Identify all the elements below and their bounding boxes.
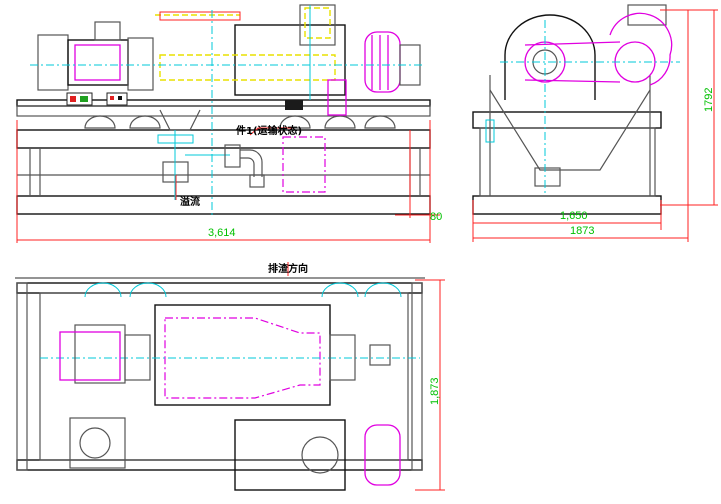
dimension-length: 3,614 xyxy=(208,227,236,239)
hidden-hopper xyxy=(282,136,326,193)
base-skid xyxy=(16,195,431,215)
bowl-housing xyxy=(155,4,347,116)
dimension-top-width: 1,873 xyxy=(429,377,441,405)
bearing-cones xyxy=(84,115,396,129)
frame-beam xyxy=(16,105,431,117)
bowl-top xyxy=(154,304,331,406)
transport-pipe xyxy=(185,144,265,188)
drive-pulley xyxy=(364,31,421,93)
bowl-hidden xyxy=(164,317,321,399)
dimension-width-inner: 1,650 xyxy=(560,210,588,222)
bowl-cover xyxy=(504,4,673,100)
top-view: 排渣方向 1,873 xyxy=(15,262,445,491)
discharge-direction-label: 排渣方向 xyxy=(268,262,308,275)
mid-beam xyxy=(16,129,431,149)
control-panels xyxy=(66,92,128,106)
dimension-width-outer: 1873 xyxy=(570,225,594,237)
main-motor xyxy=(37,21,154,91)
side-view: 1,650 1873 1792 xyxy=(472,4,718,242)
top-wheels xyxy=(84,282,402,298)
overflow-pipe xyxy=(157,109,201,200)
dimension-offset: 80 xyxy=(430,211,442,223)
dimension-height: 1792 xyxy=(703,88,715,112)
overflow-label: 溢流 xyxy=(180,195,200,208)
callout-label: 件1(运输状态) xyxy=(236,124,302,137)
front-view: 件1(运输状态) 溢流 3,614 80 xyxy=(16,4,442,243)
